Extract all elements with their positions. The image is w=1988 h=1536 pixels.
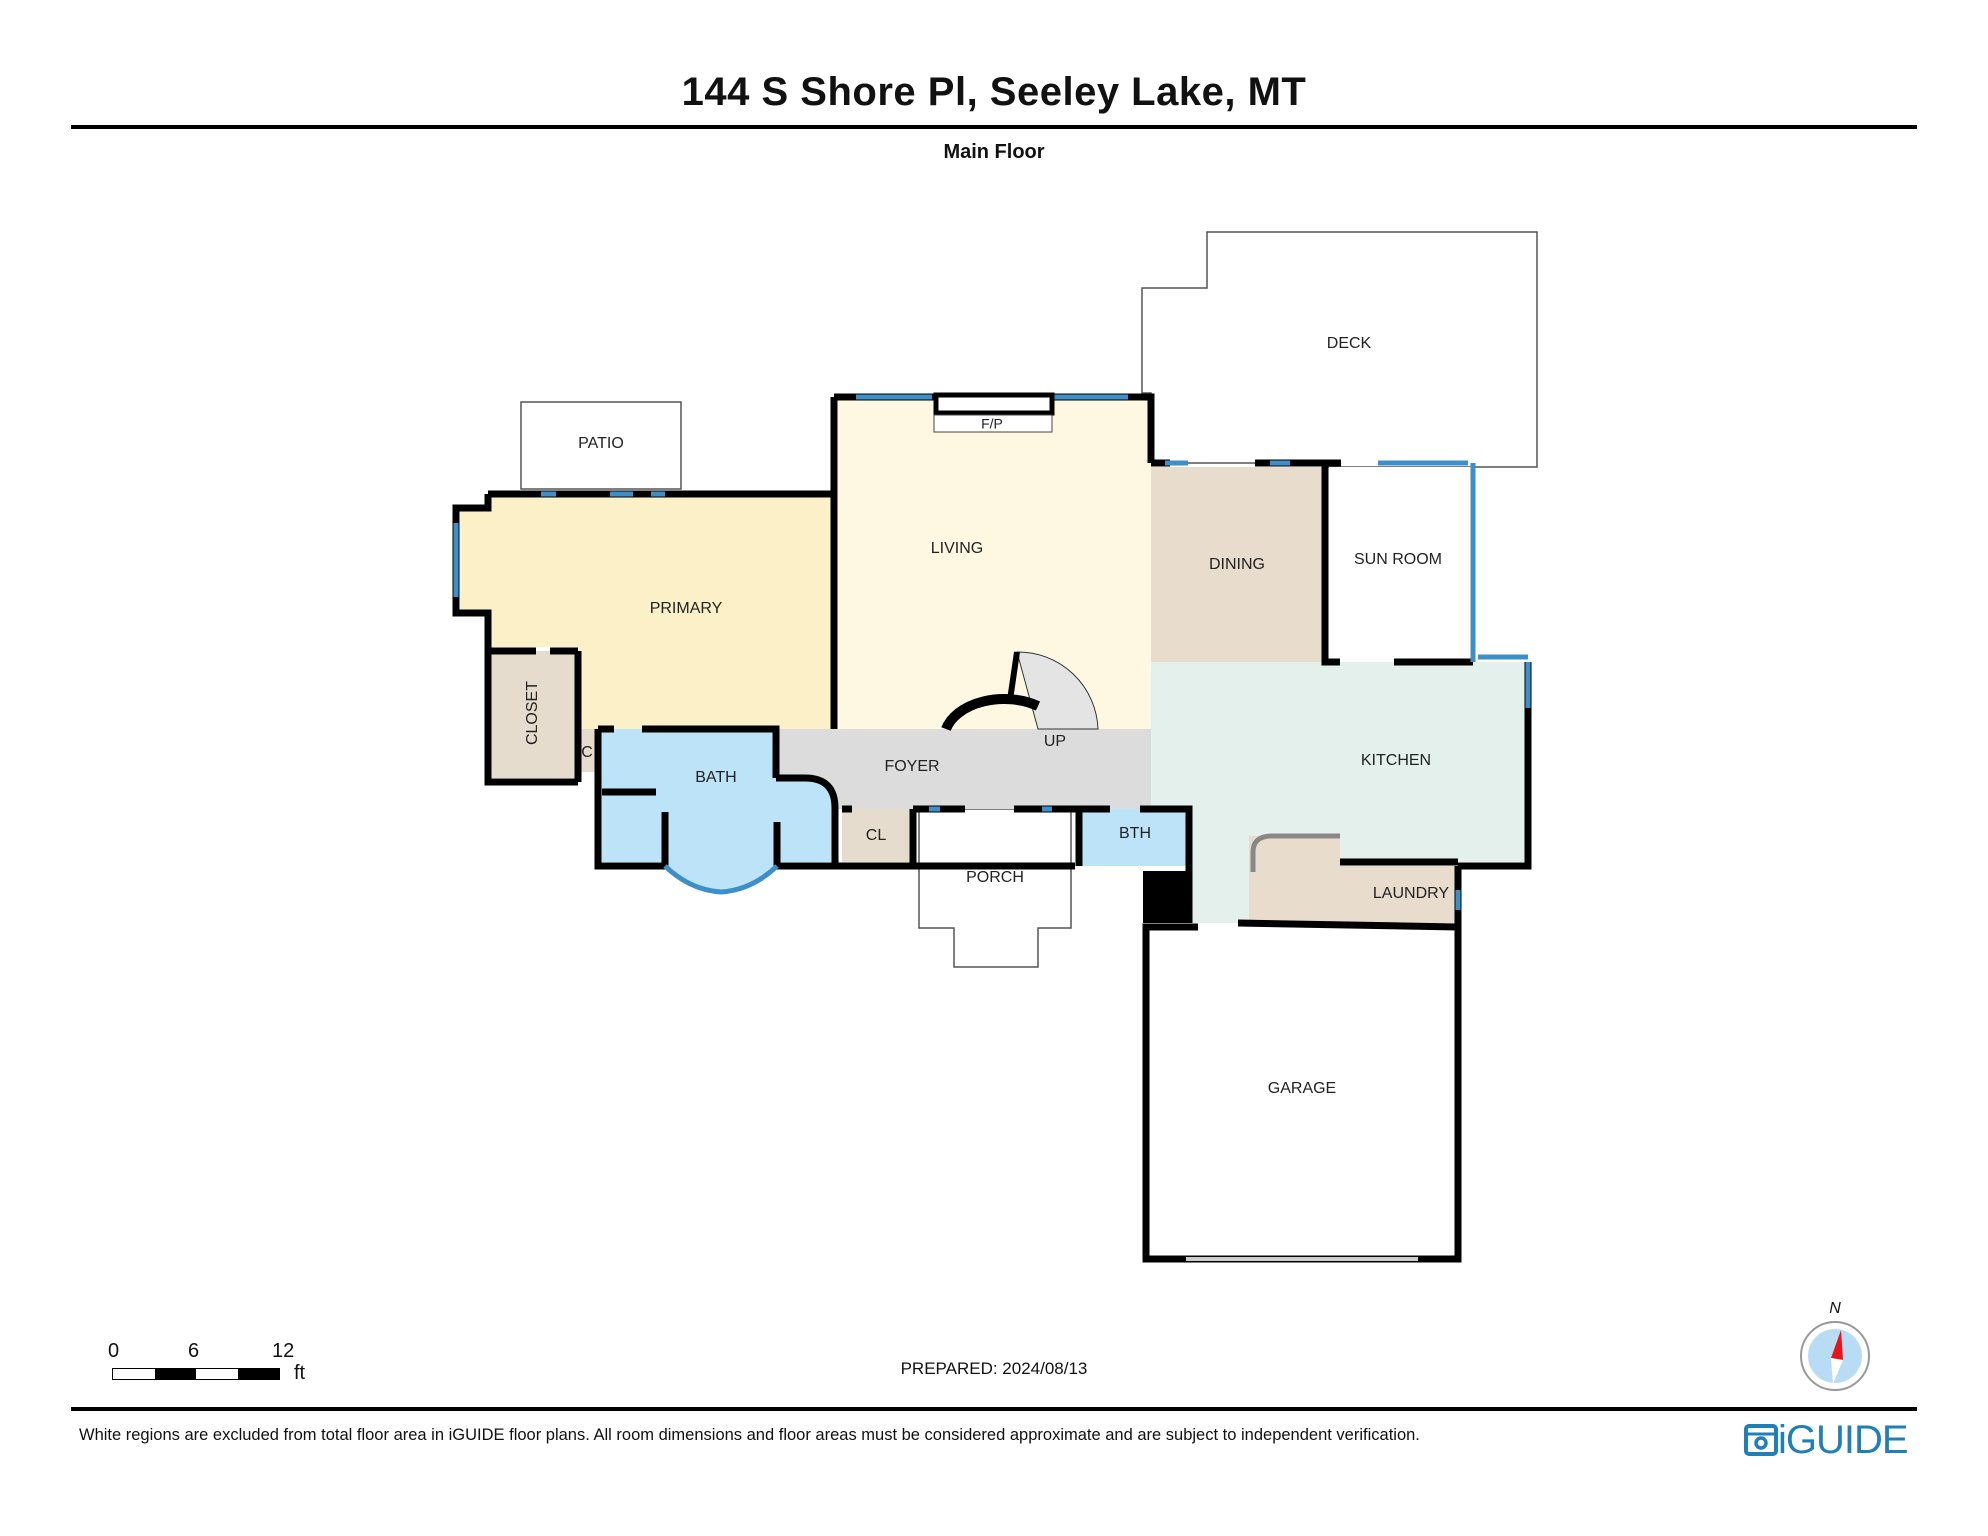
patio (520, 401, 682, 490)
c-closet (578, 729, 598, 772)
iguide-logo: iGUIDE (1744, 1417, 1909, 1462)
living-room (838, 397, 1151, 729)
iguide-wordmark: iGUIDE (1778, 1417, 1909, 1462)
sun-room (1329, 467, 1471, 658)
label-c: C (581, 744, 593, 761)
compass-north-label: N (1829, 1300, 1841, 1317)
label-kitchen: KITCHEN (1361, 752, 1431, 769)
scale-tick-0: 0 (108, 1340, 120, 1362)
scale-bar-graphic (112, 1368, 280, 1380)
garage (1146, 927, 1460, 1259)
page-title: 144 S Shore Pl, Seeley Lake, MT (681, 70, 1307, 114)
foyer (776, 729, 1151, 809)
label-sun-room: SUN ROOM (1354, 551, 1442, 568)
mechanical-chase (1143, 871, 1189, 923)
scale-tick-12: 12 (272, 1340, 295, 1362)
label-laundry: LAUNDRY (1373, 885, 1450, 902)
floor-label: Main Floor (943, 141, 1045, 163)
label-porch: PORCH (966, 869, 1024, 886)
header-divider (71, 125, 1917, 129)
label-closet: CLOSET (524, 681, 541, 745)
bth-room (1079, 809, 1186, 866)
fireplace (933, 392, 1055, 433)
walk-in-closet (490, 651, 576, 778)
prepared-date: PREPARED: 2024/08/13 (900, 1359, 1088, 1378)
label-fireplace: F/P (981, 416, 1003, 432)
scale-unit: ft (294, 1362, 306, 1384)
label-living: LIVING (931, 540, 983, 557)
label-garage: GARAGE (1268, 1080, 1336, 1097)
windows (453, 394, 1531, 910)
label-up: UP (1044, 733, 1066, 750)
label-bth: BTH (1119, 825, 1151, 842)
label-deck: DECK (1327, 335, 1372, 352)
scale-bar: 0 6 12 ft (108, 1340, 328, 1390)
disclaimer: White regions are excluded from total fl… (79, 1426, 1420, 1444)
label-foyer: FOYER (884, 758, 939, 775)
label-dining: DINING (1209, 556, 1265, 573)
kitchen-counter (1250, 833, 1340, 872)
scale-tick-6: 6 (188, 1340, 200, 1362)
label-patio: PATIO (578, 435, 624, 452)
compass: N (1797, 1300, 1873, 1392)
spiral-stair (941, 651, 1099, 732)
label-primary: PRIMARY (650, 600, 723, 617)
dining-room (1151, 467, 1325, 662)
primary-room (460, 494, 834, 729)
iguide-camera-icon (1744, 1424, 1778, 1456)
label-cl: CL (866, 827, 887, 844)
label-bath: BATH (695, 769, 736, 786)
cl-closet (842, 809, 913, 862)
footer-divider (71, 1407, 1917, 1411)
porch (918, 808, 1072, 968)
compass-icon (1800, 1321, 1870, 1391)
